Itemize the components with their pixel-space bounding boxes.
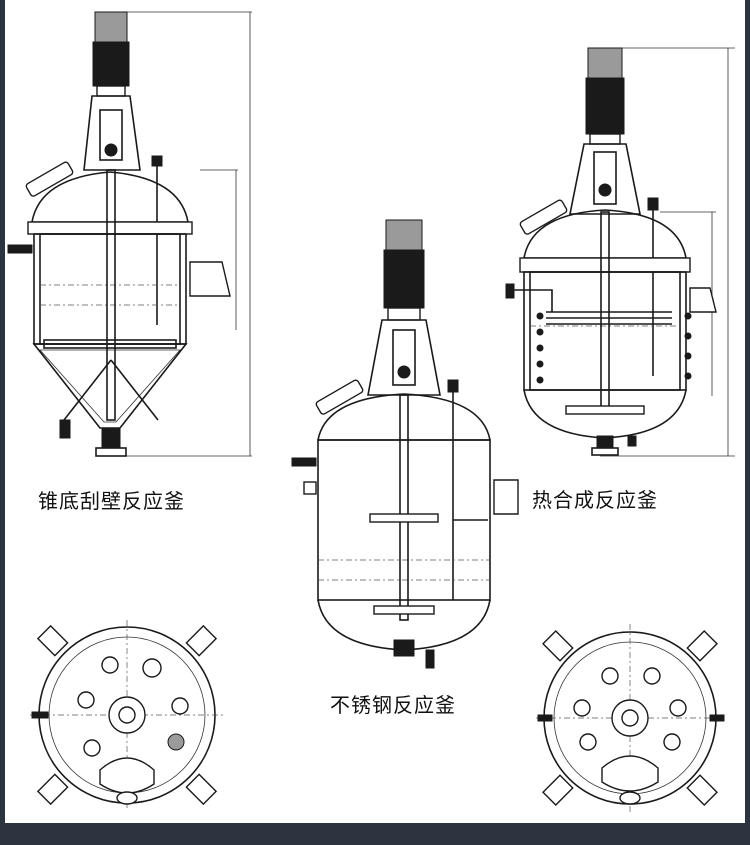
reactor-drawings <box>7 11 735 812</box>
caption-stainless-reactor: 不锈钢反应釜 <box>330 693 456 717</box>
thermal-reactor <box>505 47 735 457</box>
plan-view-left <box>30 620 224 810</box>
stainless-reactor <box>291 219 519 669</box>
caption-cone-bottom-reactor: 锥底刮壁反应釜 <box>38 489 185 513</box>
bottom-bar <box>0 823 750 845</box>
plan-view-right <box>536 624 725 812</box>
caption-thermal-reactor: 热合成反应釜 <box>532 488 658 512</box>
drawing-sheet: 锥底刮壁反应釜 不锈钢反应釜 热合成反应釜 <box>5 0 745 823</box>
cone-bottom-reactor <box>7 11 252 457</box>
motor-icon <box>94 11 128 43</box>
motor-icon <box>587 47 623 79</box>
motor-icon <box>385 219 423 251</box>
